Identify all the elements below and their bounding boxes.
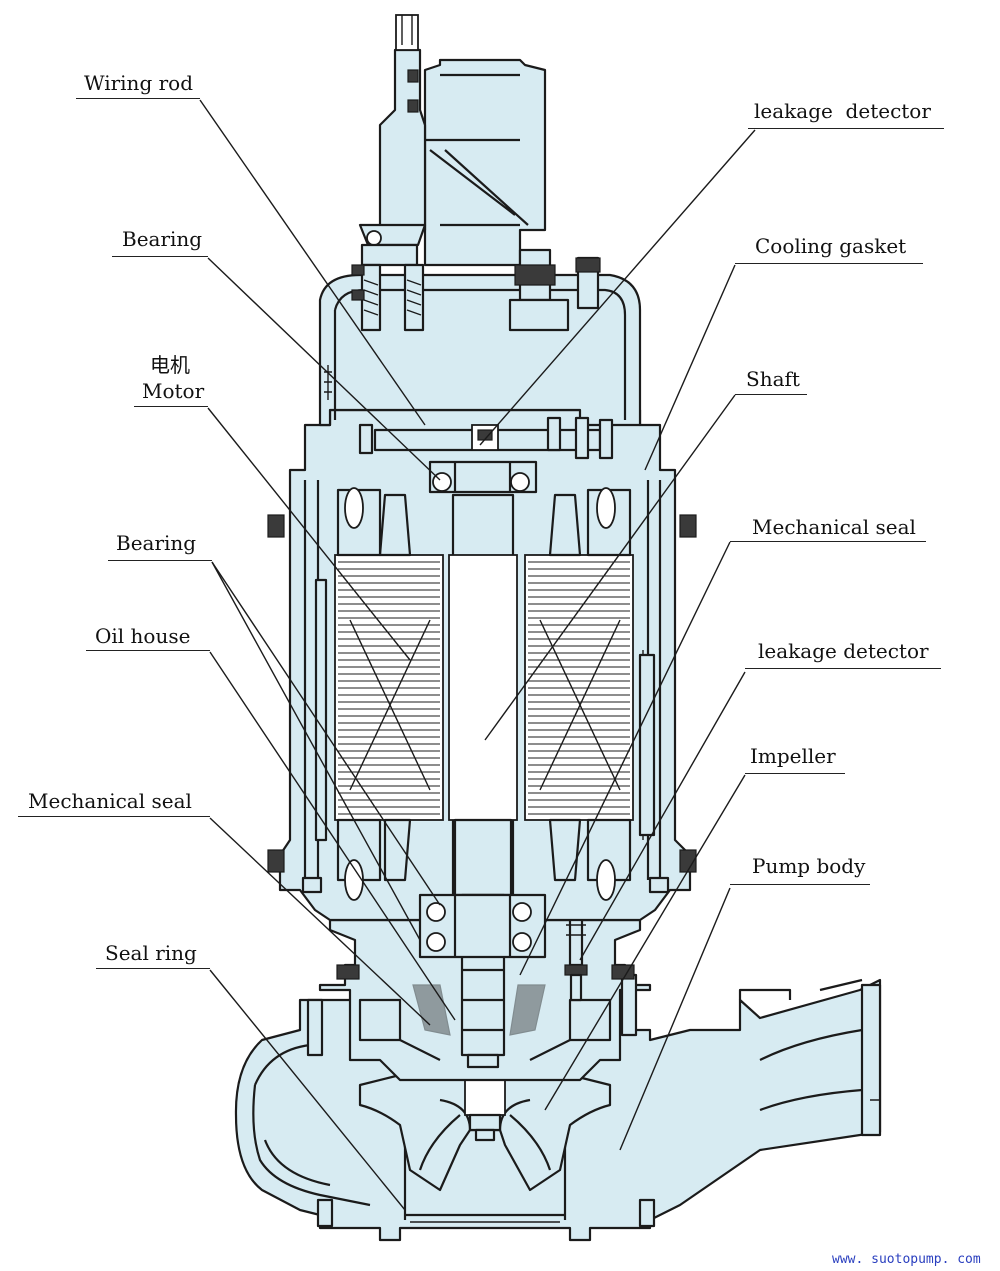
underline-bearing-mid: [108, 560, 212, 561]
underline-pump-body: [730, 884, 870, 885]
label-impeller: Impeller: [750, 744, 836, 768]
underline-mechanical-seal-left: [18, 816, 210, 817]
label-bearing-top: Bearing: [122, 227, 203, 251]
leakage-detector-mid-part: [564, 908, 588, 1002]
leader-lines: [199, 99, 756, 1211]
underline-motor: [134, 406, 208, 407]
label-mechanical-seal-left: Mechanical seal: [28, 789, 192, 813]
underline-shaft: [735, 394, 807, 395]
leakage-detector-top-part: [508, 248, 601, 332]
underline-wiring-rod: [76, 98, 200, 99]
underline-impeller: [745, 773, 845, 774]
label-wiring-rod: Wiring rod: [84, 71, 194, 95]
label-bearing-mid: Bearing: [116, 531, 197, 555]
label-pump-body: Pump body: [752, 854, 866, 878]
label-leakage-detector-mid: leakage detector: [758, 639, 929, 663]
label-cooling-gasket: Cooling gasket: [755, 234, 907, 258]
underline-mechanical-seal-right: [730, 541, 926, 542]
bearing-upper-part: [428, 460, 538, 494]
label-oil-house: Oil house: [95, 624, 191, 648]
label-motor: Motor: [142, 379, 205, 403]
underline-seal-ring: [96, 968, 210, 969]
label-seal-ring: Seal ring: [105, 941, 197, 965]
cable-head: [351, 14, 547, 332]
underline-leakage-detector-mid: [745, 668, 941, 669]
label-shaft: Shaft: [746, 367, 800, 391]
underline-bearing-top: [112, 256, 208, 257]
label-mechanical-seal-right: Mechanical seal: [752, 515, 916, 539]
label-motor-cn: 电机: [150, 353, 190, 377]
watermark-url: www. suotopump. com: [832, 1252, 981, 1267]
label-leakage-detector-top: leakage detector: [754, 99, 931, 123]
underline-cooling-gasket: [735, 263, 923, 264]
shaft-part: [448, 493, 518, 1069]
underline-oil-house: [86, 650, 210, 651]
underline-leakage-detector-top: [748, 128, 944, 129]
stator-part: [334, 487, 634, 901]
bearing-lower-part: [418, 893, 547, 959]
